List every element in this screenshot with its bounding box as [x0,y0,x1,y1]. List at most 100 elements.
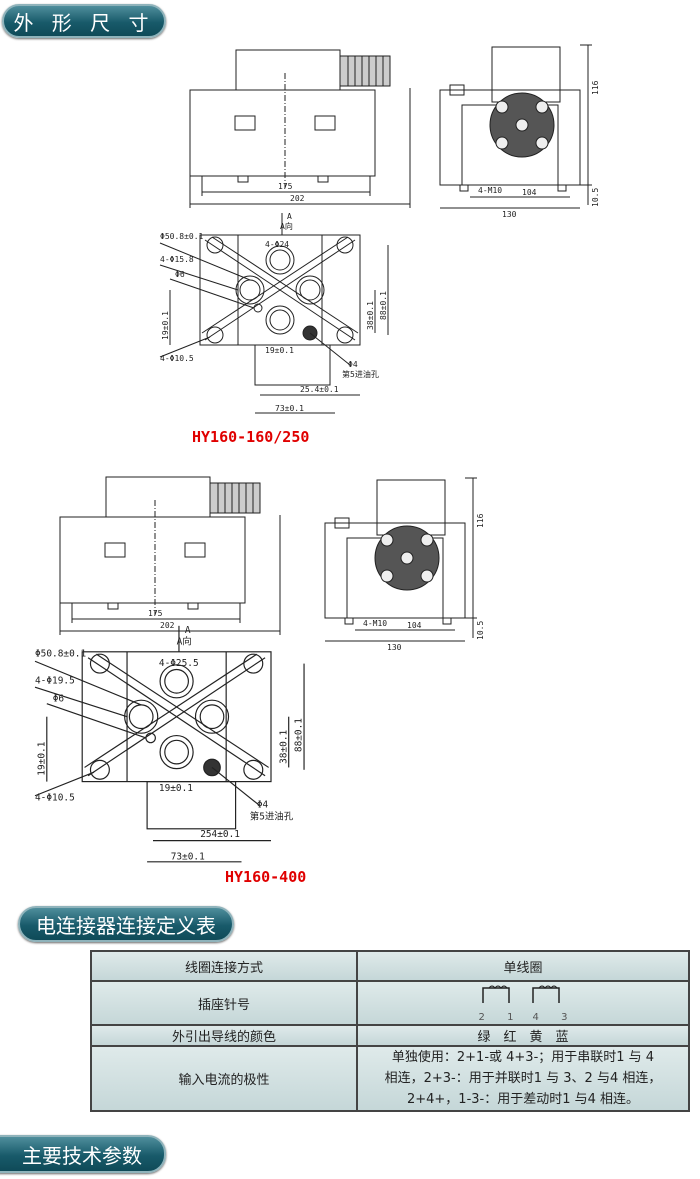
line [34,771,95,797]
section-title: 外 形 尺 寸 [13,10,155,35]
port-inner [199,704,225,730]
row-label: 插座针号 [90,980,358,1026]
dimension-label: 4-Φ15.8 [160,255,194,264]
dimension-label: 116 [476,513,485,528]
dimension-label: 25.4±0.1 [300,385,339,394]
dimension-label: Φ6 [53,693,65,704]
foot [107,602,119,610]
line [169,278,255,309]
line [84,653,258,768]
dimension-label: 19±0.1 [36,741,47,775]
bolt-hole [89,759,110,780]
line [211,766,260,806]
line [87,657,266,777]
foot [459,184,469,192]
dimension-label: 19±0.1 [159,783,193,794]
section-header-specs: 主要技术参数 [0,1135,166,1173]
foot [237,175,249,183]
bolt-hole [336,236,354,254]
bolt [515,118,529,132]
section-header-connector: 电连接器连接定义表 [18,906,234,942]
dimension-label: 254±0.1 [200,829,240,840]
dimension-label: Φ50.8±0.1 [160,232,204,241]
dimension-label: Φ4 [348,360,358,369]
bolt [535,136,549,150]
dimension-label: A [287,212,292,221]
slot [314,115,336,131]
text-line: 2+4+，1-3-：用于差动时1 与4 相连。 [406,1092,640,1107]
bolt [420,569,434,583]
dimension-label: 4-M10 [478,186,502,195]
dimension-label: 202 [160,621,175,630]
line [46,703,147,739]
row-label: 外引出导线的颜色 [90,1024,358,1047]
dimension-label: 104 [522,188,537,197]
line [211,236,359,334]
foot [557,184,567,192]
dimension-label: 130 [502,210,517,219]
dimension-label: 10.5 [591,188,600,207]
line [159,336,211,358]
connector-definition-table: 线圈连接方式 单线圈 插座针号 2 1 4 3 外引出导线的颜色 绿 红 黄 蓝… [90,950,690,1112]
foot [317,175,329,183]
foot [344,617,354,625]
port-inner [239,279,261,301]
dimension-label: 4-Φ24 [265,240,289,249]
valve-body [59,516,246,604]
dimension-label: 175 [278,182,293,191]
bolt-hole [206,326,224,344]
dimension-label: A [185,625,191,636]
line [159,264,239,291]
table-row: 线圈连接方式 单线圈 [90,950,690,982]
dimension-label: 第5进油孔 [342,369,379,379]
dimension-label: 10.5 [476,621,485,640]
bolt-hole [206,236,224,254]
pin-number: 1 [507,1011,514,1023]
base-tab [254,344,331,386]
dimension-label: Φ4 [257,800,269,811]
text-line: 相连，2+3-：用于并联时1 与 3、2 与4 相连， [384,1071,662,1086]
dimension-label: 73±0.1 [171,851,205,862]
pin-diagram: 2 1 4 3 [356,980,690,1026]
valve-body [189,89,376,177]
dimension-label: A向 [280,221,293,231]
bottom-view: AA向Φ50.8±0.14-Φ25.54-Φ19.5Φ619±0.14-Φ10.… [34,625,305,862]
dimension-label: 88±0.1 [294,718,305,752]
slot [104,542,126,558]
port-inner [269,249,291,271]
port [159,664,194,699]
port [194,699,230,734]
pin-hole [145,732,156,744]
dimension-label: 19±0.1 [161,311,170,340]
bolt [420,533,434,547]
line [309,332,351,366]
pin-number: 3 [561,1011,568,1023]
valve-housing [105,476,211,518]
bolt [380,569,394,583]
section-header-dimensions: 外 形 尺 寸 [2,4,166,38]
row-value: 单线圈 [356,950,690,982]
oil-hole [203,758,221,777]
line [204,239,356,341]
bolt [495,100,509,114]
pin-number: 4 [532,1011,539,1023]
port [265,305,295,335]
dimension-label: 第5进油孔 [250,810,294,822]
valve-housing [235,49,341,91]
table-row: 输入电流的极性 单独使用：2+1-或 4+3-；用于串联时1 与 4 相连，2+… [90,1045,690,1112]
line [34,686,128,718]
bolt [380,533,394,547]
lug [449,84,465,96]
section-title: 主要技术参数 [22,1143,142,1168]
port [295,275,325,305]
dimension-label: 73±0.1 [275,404,304,413]
port-inner [128,704,154,730]
row-value: 绿 红 黄 蓝 [356,1024,690,1047]
pin-number: 2 [478,1011,485,1023]
dimension-label: Φ6 [175,270,185,279]
bolt [495,136,509,150]
